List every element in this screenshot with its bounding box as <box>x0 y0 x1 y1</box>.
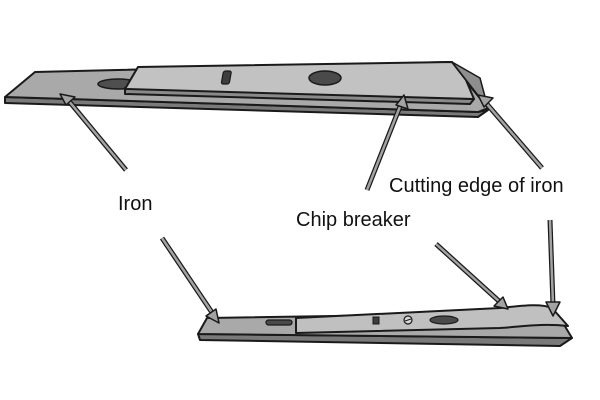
arrow-chip-bottom <box>434 242 509 310</box>
bottom-chip-breaker-screw-hole <box>372 316 380 325</box>
arrow-iron-top <box>59 93 128 172</box>
arrow-edge-top <box>477 94 544 170</box>
label-chip-breaker: Chip breaker <box>296 209 411 231</box>
bottom-iron-slot <box>265 319 293 326</box>
top-chip-breaker-screw-hole <box>220 70 232 85</box>
bottom-blade-assembly <box>197 304 573 347</box>
label-iron: Iron <box>118 193 153 215</box>
leader-arrows <box>59 93 561 324</box>
top-blade-assembly <box>4 61 489 118</box>
arrow-edge-bottom <box>545 219 561 317</box>
top-chip-breaker-slot <box>308 70 342 86</box>
top-chip-breaker <box>124 61 475 100</box>
label-cutting-edge: Cutting edge of iron <box>389 175 564 197</box>
bottom-chip-breaker-slot <box>429 315 459 325</box>
arrow-chip-top <box>364 94 409 191</box>
arrow-iron-bottom <box>159 236 220 324</box>
